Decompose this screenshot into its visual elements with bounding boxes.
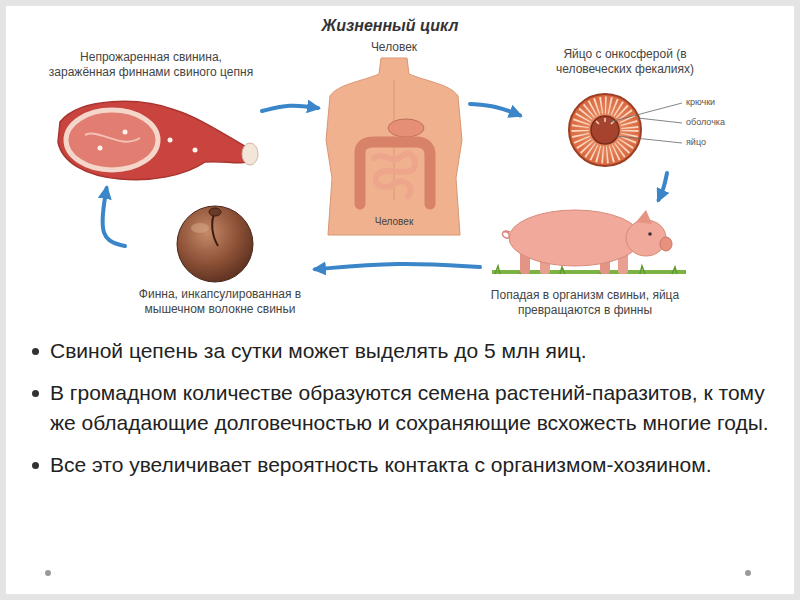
meat-node: Непрожаренная свинина, заражённая финнам… [40, 48, 262, 188]
part-label: яйцо [686, 137, 706, 147]
cycle-arrow [262, 106, 318, 111]
pig-body [509, 210, 641, 266]
small-intestine [374, 154, 415, 196]
caption: Попадая в организм свиньи, яйца превраща… [480, 288, 690, 318]
bone [242, 143, 258, 165]
finna-dot [193, 148, 198, 153]
egg-node: Яйцо с онкосферой (в человеческих фекали… [520, 45, 730, 173]
pork-meat [58, 101, 258, 179]
bullet-text: Свиной цепень за сутки может выделять до… [30, 336, 775, 366]
meat-marbling [85, 134, 140, 142]
diagram-title: Жизненный цикл [290, 17, 490, 35]
finna-dot [168, 138, 173, 143]
meat-shape [58, 101, 254, 179]
large-intestine [360, 142, 430, 204]
torso-shape [326, 58, 462, 235]
pig-ear [636, 210, 652, 224]
oncosphere [591, 116, 619, 144]
slide-frame [3, 3, 797, 597]
hooks [596, 118, 614, 124]
part-label: Человек [344, 216, 444, 229]
caption: Финна, инкапсулированная в мышечном воло… [125, 287, 315, 317]
finna-opening [209, 208, 221, 216]
finna-cyst [177, 206, 253, 282]
meat-cut [66, 110, 158, 170]
pig [492, 210, 686, 274]
egg-shell [569, 94, 641, 166]
human-torso [326, 58, 462, 235]
finna [177, 206, 253, 282]
human-node: ЧеловекЧеловек [318, 38, 470, 238]
bullet-text: Все это увеличивает вероятность контакта… [30, 450, 775, 480]
decor-dot [45, 570, 51, 576]
cycle-arrow [315, 264, 480, 269]
leader-line [616, 136, 682, 143]
cycle-arrow [470, 104, 520, 115]
finna-dot [123, 130, 128, 135]
caption: Непрожаренная свинина, заражённая финнам… [46, 50, 256, 80]
caption: Человек [318, 40, 470, 55]
cycle-arrow [103, 188, 125, 246]
bullet-text: В громадном количестве образуются семена… [30, 378, 775, 438]
stomach [388, 119, 424, 137]
pig-head [626, 220, 666, 256]
finna-scolex [212, 212, 218, 246]
caption: Яйцо с онкосферой (в человеческих фекали… [530, 47, 720, 77]
bullet-list: Свиной цепень за сутки может выделять до… [30, 336, 775, 492]
decor-dot [745, 570, 751, 576]
egg-rays [580, 105, 630, 155]
pig-node: Попадая в организм свиньи, яйца превраща… [480, 200, 690, 322]
leader-line [638, 118, 682, 123]
finna-dot [98, 146, 103, 151]
part-label: оболочка [686, 117, 725, 127]
finna-node: Финна, инкапсулированная в мышечном воло… [125, 205, 315, 322]
finna-highlight [191, 223, 209, 233]
pig-tail [503, 231, 510, 238]
pig-eye [648, 232, 652, 236]
egg-with-oncosphere [569, 94, 682, 166]
cycle-arrow [659, 173, 668, 200]
part-label: крючки [686, 97, 715, 107]
leader-line [610, 103, 682, 122]
pig-snout [660, 237, 672, 251]
